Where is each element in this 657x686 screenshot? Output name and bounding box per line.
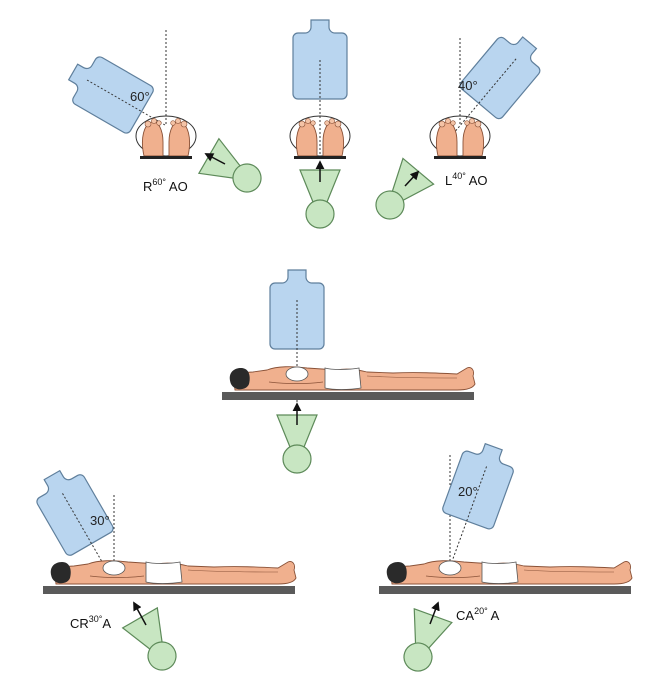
frontal-view xyxy=(221,269,476,474)
caudal-angle-label: 20° xyxy=(458,484,478,499)
cranial-projection-label: CR30°A xyxy=(70,614,111,631)
beam-direction-arrow-icon xyxy=(204,153,226,165)
lao-view: 40° L40° AO xyxy=(365,24,551,230)
beam-direction-arrow-icon xyxy=(133,601,147,626)
lao-angle-label: 40° xyxy=(458,78,478,93)
rao-view: 60° R60° AO xyxy=(59,30,270,203)
heart-region xyxy=(102,560,126,576)
supine-patient-icon xyxy=(378,560,633,595)
ap-view xyxy=(289,19,351,229)
beam-direction-arrow-icon xyxy=(429,601,440,625)
supine-patient-icon xyxy=(221,366,476,401)
image-intensifier-icon xyxy=(59,48,166,136)
image-intensifier-icon xyxy=(292,19,348,100)
x-ray-tube-icon xyxy=(393,608,453,678)
heart-region xyxy=(438,560,462,576)
caudal-view: 20° CA20° A xyxy=(378,436,633,678)
x-ray-tube-icon xyxy=(365,157,435,230)
caudal-projection-label: CA20° A xyxy=(456,606,500,623)
image-intensifier-icon xyxy=(28,461,116,572)
image-intensifier-icon xyxy=(451,24,551,136)
beam-direction-arrow-icon xyxy=(404,170,420,187)
rao-projection-label: R60° AO xyxy=(143,177,188,194)
supine-patient-icon xyxy=(42,560,297,595)
heart-region xyxy=(285,366,309,382)
x-ray-tube-icon xyxy=(122,607,187,679)
cranial-view: 30° CR30°A xyxy=(28,461,297,679)
cranial-angle-label: 30° xyxy=(90,513,110,528)
lao-projection-label: L40° AO xyxy=(445,171,488,188)
x-ray-tube-icon xyxy=(198,138,270,203)
rao-angle-label: 60° xyxy=(130,89,150,104)
image-intensifier-icon xyxy=(440,436,520,564)
